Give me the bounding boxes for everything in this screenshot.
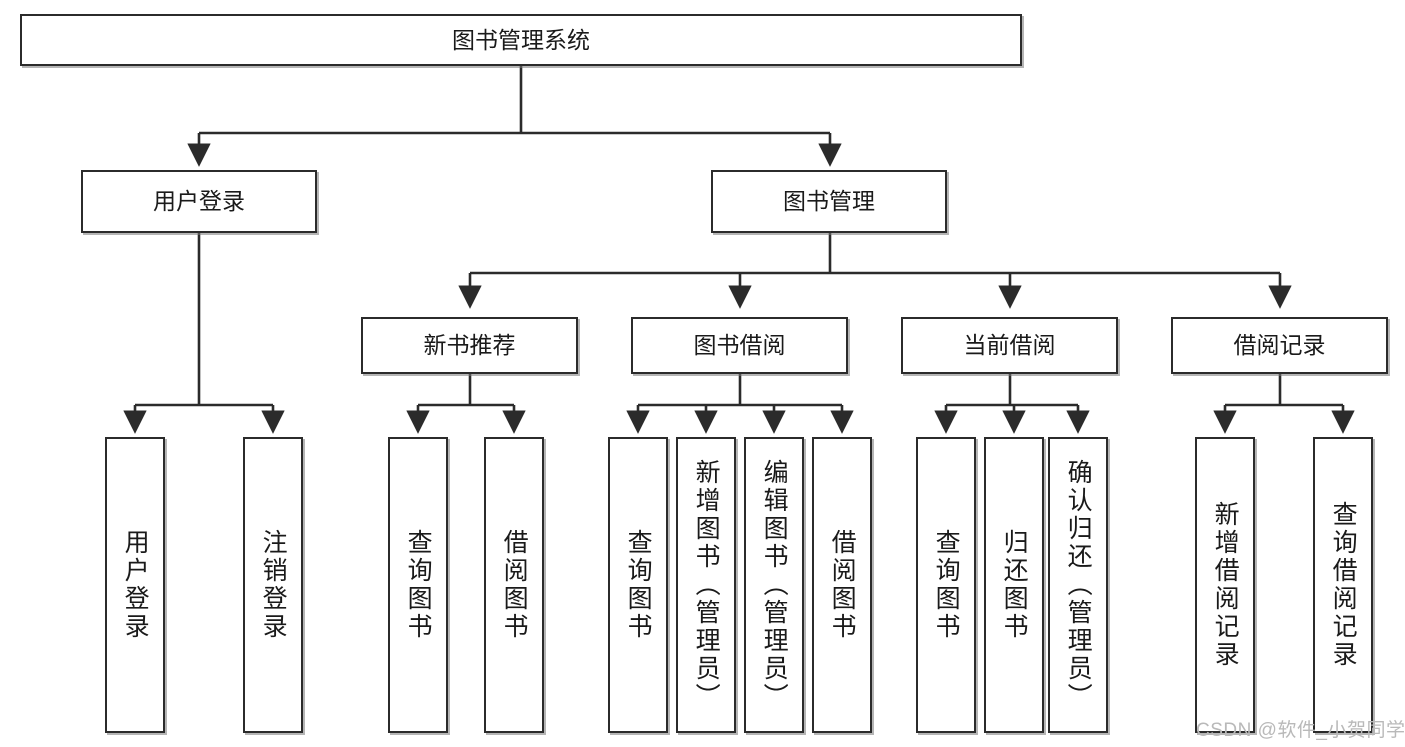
node-label: 查询图书 <box>932 529 961 641</box>
node-label: 查询图书 <box>624 529 653 641</box>
node-label: 当前借阅 <box>963 332 1056 359</box>
node-label: 查询图书 <box>404 529 433 641</box>
node-leaf-borrow-book-1[interactable]: 借阅图书 <box>484 437 544 733</box>
node-label: 借阅图书 <box>500 529 529 641</box>
node-leaf-query-book-2[interactable]: 查询图书 <box>608 437 668 733</box>
node-label: 确认归还（管理员） <box>1064 459 1093 711</box>
node-user-login[interactable]: 用户登录 <box>81 170 317 233</box>
node-leaf-query-book-3[interactable]: 查询图书 <box>916 437 976 733</box>
node-label: 新增图书（管理员） <box>692 459 721 711</box>
node-leaf-query-record[interactable]: 查询借阅记录 <box>1313 437 1373 733</box>
node-root-system[interactable]: 图书管理系统 <box>20 14 1022 66</box>
node-label: 图书管理 <box>783 188 875 215</box>
node-leaf-confirm-return[interactable]: 确认归还（管理员） <box>1048 437 1108 733</box>
node-label: 归还图书 <box>1000 529 1029 641</box>
node-label: 编辑图书（管理员） <box>760 459 789 711</box>
node-current-borrow[interactable]: 当前借阅 <box>901 317 1118 374</box>
node-leaf-query-book-1[interactable]: 查询图书 <box>388 437 448 733</box>
node-label: 注销登录 <box>259 529 288 641</box>
node-label: 新增借阅记录 <box>1211 501 1240 669</box>
node-label: 图书借阅 <box>693 332 786 359</box>
node-leaf-borrow-book-2[interactable]: 借阅图书 <box>812 437 872 733</box>
node-label: 借阅记录 <box>1233 332 1326 359</box>
node-leaf-logout-login[interactable]: 注销登录 <box>243 437 303 733</box>
node-label: 新书推荐 <box>423 332 516 359</box>
csdn-watermark: CSDN @软件_小贺同学 <box>1196 720 1405 741</box>
node-borrow-record[interactable]: 借阅记录 <box>1171 317 1388 374</box>
node-label: 查询借阅记录 <box>1329 501 1358 669</box>
node-label: 借阅图书 <box>828 529 857 641</box>
node-label: 用户登录 <box>153 188 245 215</box>
node-book-borrow[interactable]: 图书借阅 <box>631 317 848 374</box>
node-leaf-add-record[interactable]: 新增借阅记录 <box>1195 437 1255 733</box>
node-leaf-add-book[interactable]: 新增图书（管理员） <box>676 437 736 733</box>
node-leaf-user-login[interactable]: 用户登录 <box>105 437 165 733</box>
node-label: 用户登录 <box>121 529 150 641</box>
node-new-book-recommend[interactable]: 新书推荐 <box>361 317 578 374</box>
node-book-manage[interactable]: 图书管理 <box>711 170 947 233</box>
node-leaf-edit-book[interactable]: 编辑图书（管理员） <box>744 437 804 733</box>
node-label: 图书管理系统 <box>452 26 590 53</box>
node-leaf-return-book[interactable]: 归还图书 <box>984 437 1044 733</box>
